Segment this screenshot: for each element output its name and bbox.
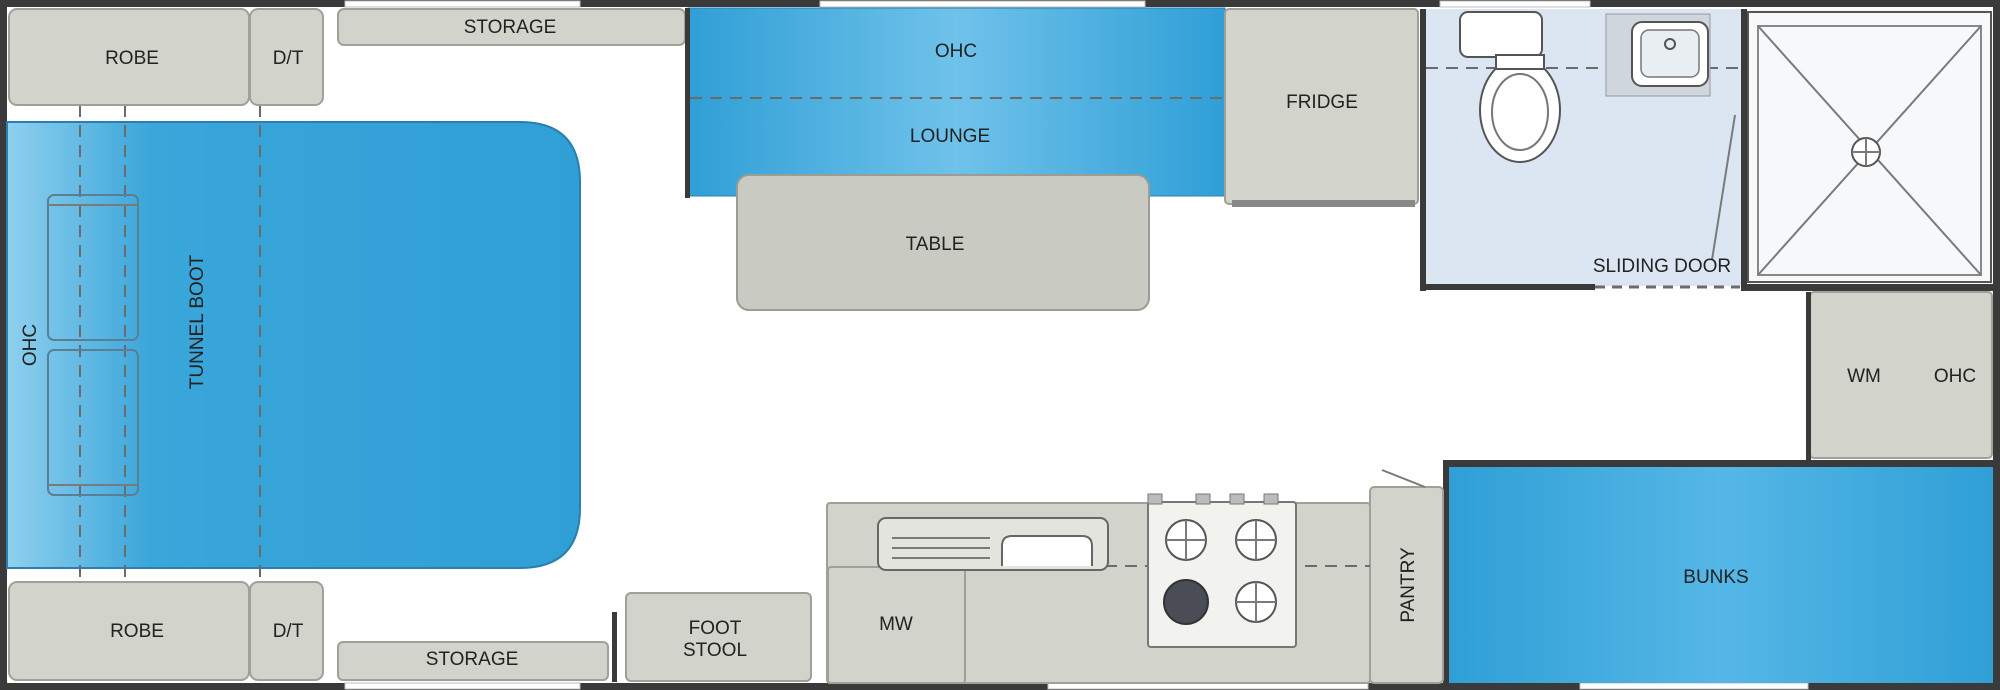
pillow-bottom bbox=[47, 349, 139, 496]
pillow-top bbox=[47, 194, 139, 341]
sliding-door-line bbox=[1711, 114, 1736, 261]
dt-bottom bbox=[249, 581, 324, 681]
fridge-label: FRIDGE bbox=[1286, 92, 1358, 113]
ohc-side-label: OHC bbox=[20, 324, 41, 366]
robe-bottom-label: ROBE bbox=[110, 621, 164, 642]
ohc-right-label: OHC bbox=[1934, 366, 1976, 387]
storage-bottom-label: STORAGE bbox=[426, 649, 519, 670]
foot-stool-label-line2: STOOL bbox=[683, 640, 747, 661]
bunks-label: BUNKS bbox=[1683, 567, 1748, 588]
dt-top bbox=[249, 8, 324, 106]
basin-icon bbox=[1605, 13, 1711, 97]
lounge-label: LOUNGE bbox=[910, 126, 990, 147]
table bbox=[736, 174, 1150, 311]
wm-label: WM bbox=[1847, 366, 1881, 387]
pantry-label: PANTRY bbox=[1398, 547, 1419, 623]
storage-top-label: STORAGE bbox=[464, 17, 557, 38]
table-label: TABLE bbox=[906, 234, 965, 255]
drain-icon bbox=[1851, 137, 1881, 167]
bed bbox=[6, 105, 581, 582]
tunnel-boot-label: TUNNEL BOOT bbox=[187, 254, 208, 389]
stove-icon bbox=[1147, 493, 1297, 648]
dt-bottom-label: D/T bbox=[273, 621, 304, 642]
ohc-lounge-label: OHC bbox=[935, 41, 977, 62]
lounge-seat bbox=[687, 7, 1226, 197]
foot-stool-label-line1: FOOT bbox=[689, 618, 742, 639]
toilet-icon bbox=[1459, 11, 1561, 163]
sliding-door-label: SLIDING DOOR bbox=[1593, 256, 1731, 277]
foot-stool bbox=[625, 592, 812, 682]
robe-top-label: ROBE bbox=[105, 48, 159, 69]
sink-icon bbox=[877, 517, 1109, 571]
mw-label: MW bbox=[879, 614, 913, 635]
dt-top-label: D/T bbox=[273, 48, 304, 69]
storage-bottom bbox=[337, 641, 609, 681]
bunks bbox=[1449, 467, 1993, 683]
